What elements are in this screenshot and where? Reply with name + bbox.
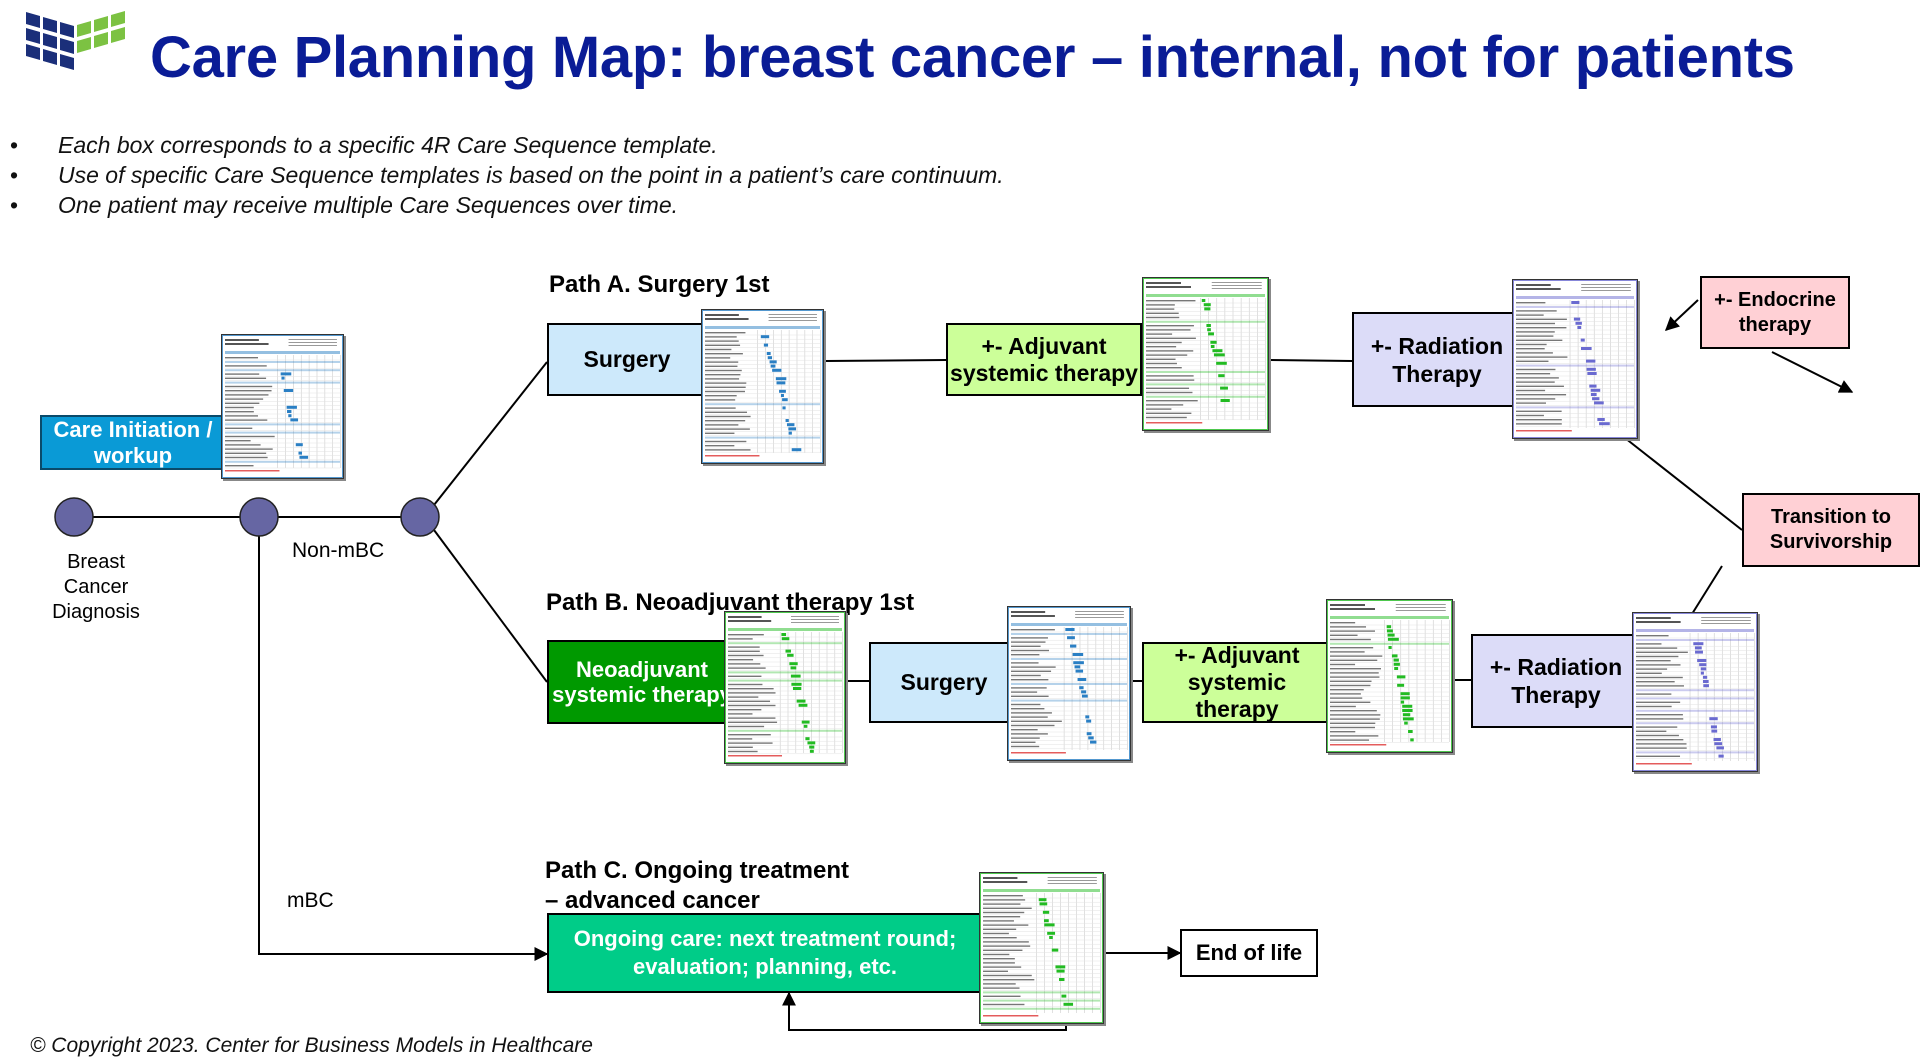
connector-to-path-b	[433, 529, 548, 683]
document-preview-graphic	[980, 873, 1103, 1023]
connector-to-path-c	[258, 530, 549, 961]
mbc-label: mBC	[287, 889, 334, 912]
path-b-neoadjuvant-box[interactable]: Neoadjuvant systemic therapy	[547, 640, 737, 724]
document-preview-graphic	[1143, 278, 1268, 430]
diagnosis-label: Breast Cancer Diagnosis	[52, 551, 140, 623]
care-sequence-document-thumbnail[interactable]	[701, 309, 824, 464]
path-b-radiation-box[interactable]: +- Radiation Therapy	[1471, 634, 1641, 728]
document-preview-graphic	[1008, 607, 1130, 760]
path-c-title-line1: Path C. Ongoing treatment	[545, 857, 850, 884]
page-title: Care Planning Map: breast cancer – inter…	[150, 25, 1795, 90]
care-sequence-document-thumbnail[interactable]	[1512, 279, 1638, 439]
endocrine-box[interactable]: +- Endocrine therapy	[1700, 276, 1850, 349]
document-preview-graphic	[1633, 613, 1757, 771]
document-preview-graphic	[1513, 280, 1637, 438]
non-mbc-label: Non-mBC	[292, 539, 385, 562]
care-sequence-document-thumbnail[interactable]	[1326, 599, 1453, 753]
path-b-surgery-box[interactable]: Surgery	[869, 642, 1019, 723]
path-a-title: Path A. Surgery 1st	[549, 271, 770, 298]
node-branch	[239, 497, 279, 537]
document-preview-graphic	[222, 335, 343, 478]
path-b-adjuvant-box[interactable]: +- Adjuvant systemic therapy	[1142, 642, 1332, 723]
endocrine-arrow-out	[1771, 351, 1854, 393]
connector-a3	[1624, 437, 1743, 531]
node-diagnosis	[54, 497, 94, 537]
connector-a2	[1269, 359, 1353, 362]
care-sequence-document-thumbnail[interactable]	[724, 611, 846, 764]
document-preview-graphic	[1327, 600, 1452, 752]
care-sequence-document-thumbnail[interactable]	[979, 872, 1104, 1024]
path-a-surgery-box[interactable]: Surgery	[547, 323, 707, 396]
connector-to-path-a	[433, 361, 548, 506]
path-a-radiation-box[interactable]: +- Radiation Therapy	[1352, 312, 1522, 407]
endocrine-arrow-in	[1664, 299, 1699, 331]
path-a-adjuvant-box[interactable]: +- Adjuvant systemic therapy	[946, 323, 1142, 396]
copyright-text: © Copyright 2023. Center for Business Mo…	[30, 1034, 593, 1057]
path-c-title-line2: – advanced cancer	[545, 887, 760, 914]
care-sequence-document-thumbnail[interactable]	[221, 334, 344, 479]
node-non-mbc	[400, 497, 440, 537]
care-sequence-document-thumbnail[interactable]	[1632, 612, 1758, 772]
connector-a1	[824, 359, 947, 362]
care-sequence-document-thumbnail[interactable]	[1142, 277, 1269, 431]
care-sequence-document-thumbnail[interactable]	[1007, 606, 1131, 761]
document-preview-graphic	[702, 310, 823, 463]
survivorship-box[interactable]: Transition to Survivorship	[1742, 493, 1920, 567]
company-logo	[26, 11, 125, 70]
end-of-life-box[interactable]: End of life	[1180, 929, 1318, 977]
document-preview-graphic	[725, 612, 845, 763]
care-initiation-box[interactable]: Care Initiation / workup	[40, 415, 226, 470]
connector-b4	[1691, 565, 1723, 615]
path-c-ongoing-box[interactable]: Ongoing care: next treatment round; eval…	[547, 913, 983, 993]
